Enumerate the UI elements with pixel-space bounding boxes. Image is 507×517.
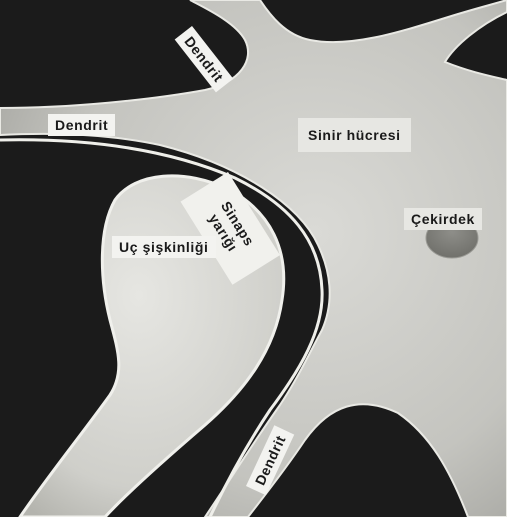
- label-dendrite-left: Dendrit: [48, 114, 115, 136]
- label-nerve-cell: Sinir hücresi: [298, 118, 411, 152]
- label-nucleus: Çekirdek: [404, 208, 482, 230]
- label-end-bulb: Uç şişkinliği: [112, 236, 216, 258]
